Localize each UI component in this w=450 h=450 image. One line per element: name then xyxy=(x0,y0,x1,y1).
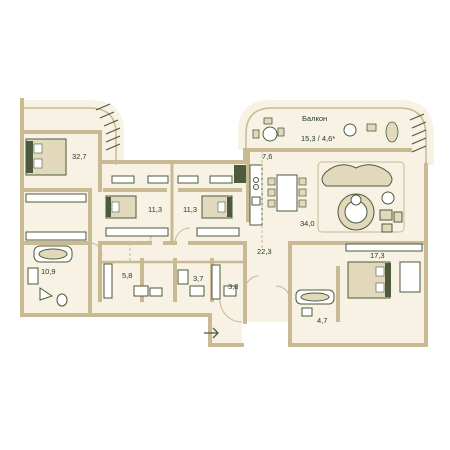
balcony-furniture xyxy=(252,117,399,143)
bed-3 xyxy=(201,195,233,219)
room-area-storage: 3,8 xyxy=(228,282,238,291)
bed-4 xyxy=(347,261,421,299)
living-sofa xyxy=(317,161,405,233)
balcony-area-label: 15,3 / 4,6* xyxy=(301,134,335,143)
room-area-bedroom-2: 11,3 xyxy=(148,205,162,214)
room-area-bedroom-master: 32,7 xyxy=(72,152,87,161)
room-area-bathroom-3: 3,7 xyxy=(193,274,203,283)
room-area-bathroom-2: 5,8 xyxy=(122,271,132,280)
zone-dividers xyxy=(129,150,263,262)
walls xyxy=(20,98,428,347)
dining-table xyxy=(267,174,307,212)
room-area-bedroom-4: 17,3 xyxy=(370,251,385,260)
bed-2 xyxy=(105,195,137,219)
room-area-bathroom-4: 4,7 xyxy=(317,316,327,325)
desks xyxy=(111,175,233,184)
room-area-hall: 22,3 xyxy=(257,247,272,256)
room-area-bathroom-master: 10,9 xyxy=(41,267,56,276)
balcony-name-label: Балкон xyxy=(302,114,327,123)
room-area-bedroom-3: 11,3 xyxy=(183,205,197,214)
sanitary xyxy=(27,245,335,317)
bed-master xyxy=(25,138,67,176)
entrance-arrow-icon xyxy=(204,327,219,339)
room-area-kitchen: 7,6 xyxy=(262,152,272,161)
door-swings xyxy=(89,227,291,323)
kitchen-counter xyxy=(234,164,263,226)
balcony-deck xyxy=(22,103,427,165)
wardrobes xyxy=(25,193,423,300)
room-area-living: 34,0 xyxy=(300,219,315,228)
